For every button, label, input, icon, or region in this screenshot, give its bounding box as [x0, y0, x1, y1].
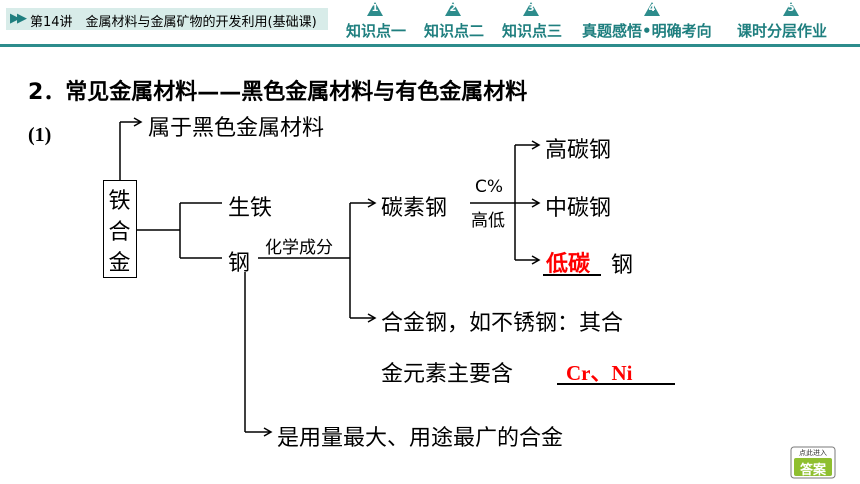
- low-carbon-answer: 低碳: [546, 252, 591, 277]
- nav-number-badge: 2: [445, 2, 461, 16]
- nav-number-badge: 5: [783, 2, 799, 16]
- steel-label: 钢: [228, 251, 251, 276]
- root-char: 合: [108, 220, 131, 245]
- section-heading: 2．常见金属材料——黑色金属材料与有色金属材料: [28, 80, 528, 105]
- answer-button-caption: 点此进入: [799, 449, 827, 457]
- nav-label: 课时分层作业: [737, 22, 828, 40]
- root-iron-alloy-box: 铁 合 金: [103, 180, 137, 278]
- nav-label: 知识点二: [424, 22, 485, 40]
- nav-number-badge: 4: [644, 2, 660, 16]
- nav-label: 知识点三: [502, 22, 563, 40]
- alloy-steel-line1: 合金钢，如不锈钢：其合: [381, 311, 624, 336]
- carbon-steel-label: 碳素钢: [381, 196, 448, 221]
- root-char: 铁: [108, 189, 131, 214]
- nav-label: 知识点一: [346, 22, 407, 40]
- nav-number-badge: 3: [523, 2, 539, 16]
- answer-blank-line: [543, 274, 601, 276]
- double-arrow-icon: ▶▶: [10, 11, 27, 26]
- pig-iron-label: 生铁: [228, 196, 273, 221]
- usage-label: 是用量最大、用途最广的合金: [277, 426, 564, 451]
- alloy-steel-line2: 金元素主要含: [381, 362, 514, 387]
- item-number: (1): [28, 124, 52, 146]
- nav-label: 真题感悟•明确考向: [582, 22, 712, 40]
- low-carbon-suffix: 钢: [611, 253, 634, 278]
- mid-carbon-label: 中碳钢: [545, 196, 612, 221]
- ferrous-label: 属于黑色金属材料: [148, 116, 325, 141]
- header-bar: ▶▶ 第14讲 金属材料与金属矿物的开发利用(基础课) 1 知识点一 2 知识点…: [0, 0, 860, 50]
- composition-label: 化学成分: [265, 238, 333, 258]
- answer-button-graphic: [790, 446, 836, 479]
- header-divider: [0, 44, 860, 47]
- answer-button-label: 答案: [799, 463, 826, 478]
- root-char: 金: [108, 251, 131, 276]
- carbon-ratio-top: C%: [475, 177, 504, 197]
- lecture-title: 第14讲 金属材料与金属矿物的开发利用(基础课): [30, 15, 317, 30]
- high-carbon-label: 高碳钢: [545, 138, 612, 163]
- carbon-ratio-bottom: 高低: [471, 211, 505, 231]
- alloy-elements-answer: Cr、Ni: [566, 361, 633, 385]
- answer-blank-line: [557, 383, 675, 385]
- lecture-tag: [6, 8, 328, 30]
- show-answer-button[interactable]: 点此进入 答案: [790, 446, 836, 479]
- nav-number-badge: 1: [367, 2, 383, 16]
